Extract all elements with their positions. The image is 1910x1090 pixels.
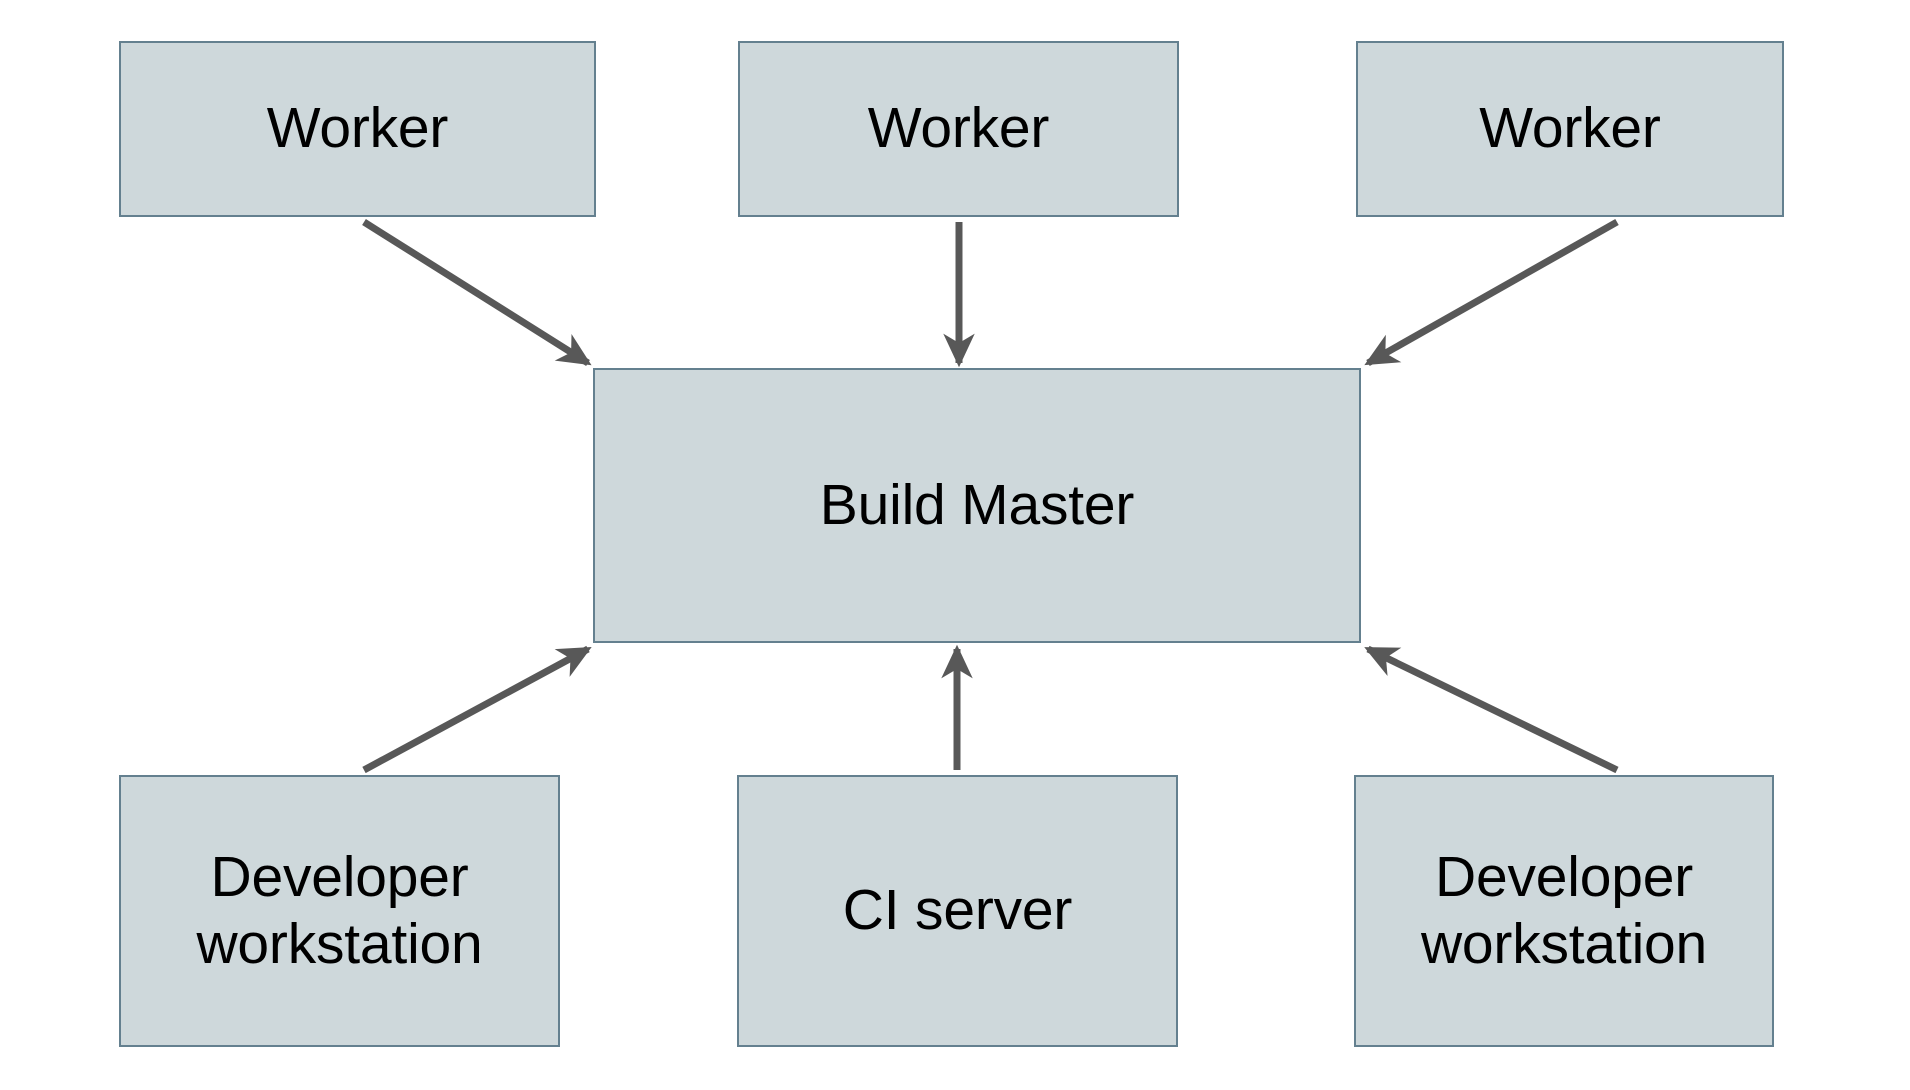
node-worker-left-label: Worker [266, 96, 449, 161]
node-developer-workstation-right[interactable]: Developer workstation [1354, 775, 1774, 1047]
node-ci-server-label: CI server [842, 878, 1073, 943]
node-worker-mid[interactable]: Worker [738, 41, 1179, 217]
node-build-master[interactable]: Build Master [593, 368, 1361, 643]
node-developer-workstation-right-label: Developer workstation [1420, 844, 1708, 976]
edge-dev-left-to-master [362, 645, 592, 774]
node-worker-right-label: Worker [1479, 96, 1661, 161]
node-worker-left[interactable]: Worker [119, 41, 596, 217]
edge-worker-right-to-master [1364, 218, 1619, 367]
node-developer-workstation-left-label: Developer workstation [196, 844, 483, 976]
node-worker-right[interactable]: Worker [1356, 41, 1784, 217]
edge-dev-right-to-master [1364, 645, 1619, 774]
edge-worker-left-to-master [362, 219, 592, 366]
node-ci-server[interactable]: CI server [737, 775, 1178, 1047]
node-build-master-label: Build Master [819, 472, 1135, 537]
node-developer-workstation-left[interactable]: Developer workstation [119, 775, 560, 1047]
node-worker-mid-label: Worker [867, 96, 1050, 161]
